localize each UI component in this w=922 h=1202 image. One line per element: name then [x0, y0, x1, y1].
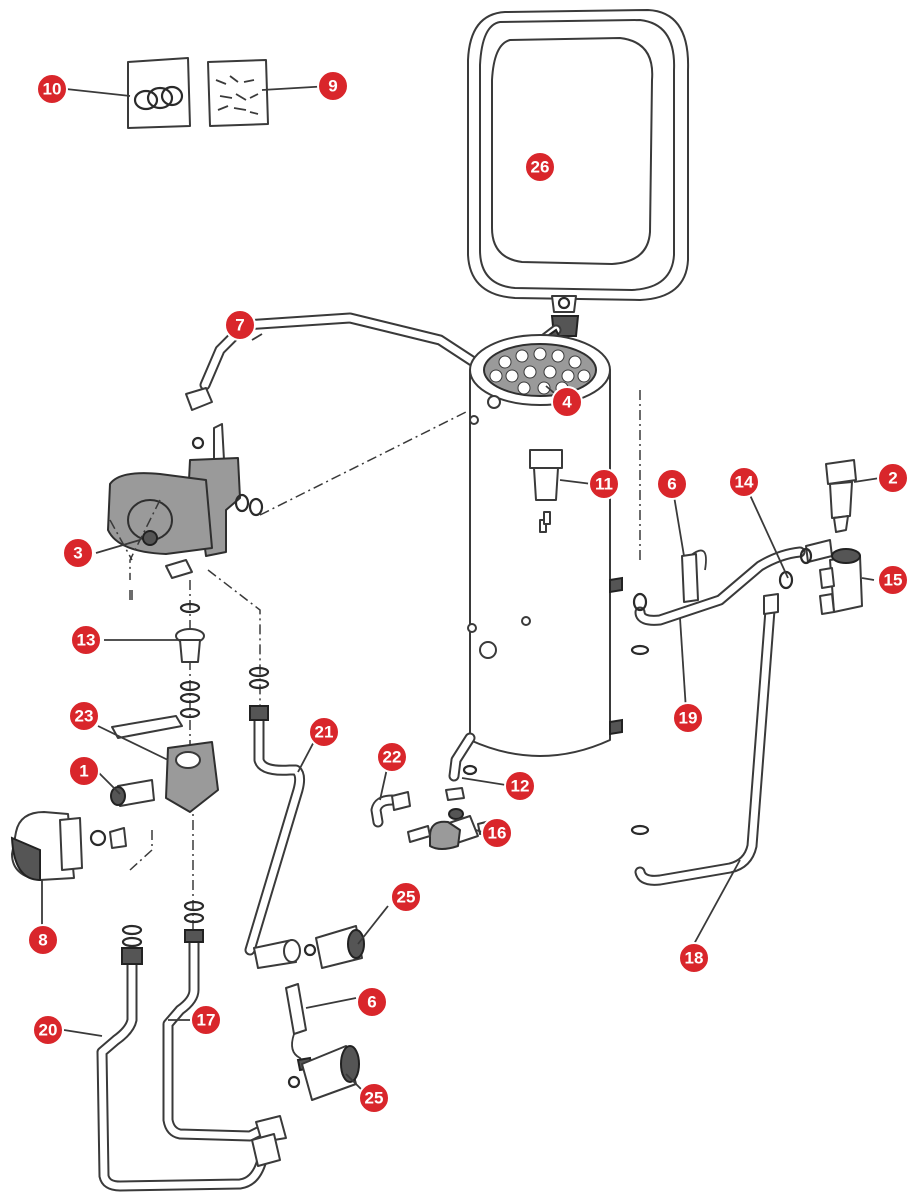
callout-22: 22 — [376, 741, 408, 773]
callout-2: 2 — [877, 462, 909, 494]
drain-hose-22 — [370, 791, 411, 828]
pump-fitting — [175, 628, 205, 663]
temperature-sensor-upper — [681, 549, 707, 603]
storage-tank — [467, 334, 623, 757]
callout-13: 13 — [70, 624, 102, 656]
svg-text:10: 10 — [43, 80, 62, 99]
svg-text:6: 6 — [367, 993, 376, 1012]
svg-text:16: 16 — [488, 824, 507, 843]
svg-text:8: 8 — [38, 931, 47, 950]
three-way-valve — [799, 539, 863, 615]
valve-25-lower — [287, 1045, 360, 1101]
svg-text:17: 17 — [197, 1011, 216, 1030]
svg-text:4: 4 — [562, 393, 572, 412]
svg-text:1: 1 — [79, 762, 88, 781]
expansion-vessel — [467, 9, 690, 337]
valve-actuator-cartridge — [825, 459, 857, 533]
callout-25-lower: 25 — [358, 1082, 390, 1114]
callout-7: 7 — [224, 309, 256, 341]
svg-text:14: 14 — [735, 473, 754, 492]
callout-11: 11 — [588, 468, 620, 500]
callout-25-upper: 25 — [390, 881, 422, 913]
callout-12: 12 — [504, 770, 536, 802]
svg-text:18: 18 — [685, 949, 704, 968]
pipe-12 — [448, 732, 476, 782]
svg-text:15: 15 — [884, 571, 903, 590]
callout-6-upper: 6 — [656, 468, 688, 500]
svg-text:26: 26 — [531, 158, 550, 177]
callout-3: 3 — [62, 537, 94, 569]
svg-text:22: 22 — [383, 748, 402, 767]
callout-15: 15 — [877, 564, 909, 596]
svg-text:6: 6 — [667, 475, 676, 494]
valve-16 — [407, 764, 497, 850]
svg-text:25: 25 — [365, 1089, 384, 1108]
svg-text:13: 13 — [77, 631, 96, 650]
pipe-20 — [96, 947, 281, 1192]
pipe-18 — [630, 593, 779, 886]
callout-6-lower: 6 — [356, 986, 388, 1018]
svg-text:23: 23 — [75, 707, 94, 726]
screw-kit-bag — [207, 59, 269, 127]
callout-8: 8 — [27, 924, 59, 956]
o-ring-set — [121, 602, 270, 948]
callout-17: 17 — [190, 1004, 222, 1036]
callout-19: 19 — [672, 702, 704, 734]
svg-text:2: 2 — [888, 469, 897, 488]
callout-26: 26 — [524, 151, 556, 183]
svg-text:25: 25 — [397, 888, 416, 907]
callout-4: 4 — [551, 386, 583, 418]
svg-text:21: 21 — [315, 723, 334, 742]
hydraulic-group — [10, 715, 219, 882]
svg-text:20: 20 — [39, 1021, 58, 1040]
svg-text:9: 9 — [328, 77, 337, 96]
svg-text:3: 3 — [73, 544, 82, 563]
callout-23: 23 — [68, 700, 100, 732]
automatic-air-vent — [529, 449, 563, 525]
svg-text:12: 12 — [511, 777, 530, 796]
svg-text:7: 7 — [235, 316, 244, 335]
callout-10: 10 — [36, 73, 68, 105]
pipe-21 — [244, 705, 306, 956]
callout-9: 9 — [317, 70, 349, 102]
tee-fitting-and-valve — [253, 925, 365, 1072]
callout-18: 18 — [678, 942, 710, 974]
circulation-pump — [107, 423, 264, 579]
pipe-19 — [630, 546, 806, 656]
callout-1: 1 — [68, 755, 100, 787]
leader-lines — [41, 85, 881, 1101]
gasket-kit-bag — [127, 57, 191, 129]
callout-21: 21 — [308, 716, 340, 748]
callout-14: 14 — [728, 466, 760, 498]
callout-16: 16 — [481, 817, 513, 849]
pipe-17 — [162, 929, 287, 1143]
svg-text:19: 19 — [679, 709, 698, 728]
svg-text:11: 11 — [595, 475, 613, 494]
callout-20: 20 — [32, 1014, 64, 1046]
